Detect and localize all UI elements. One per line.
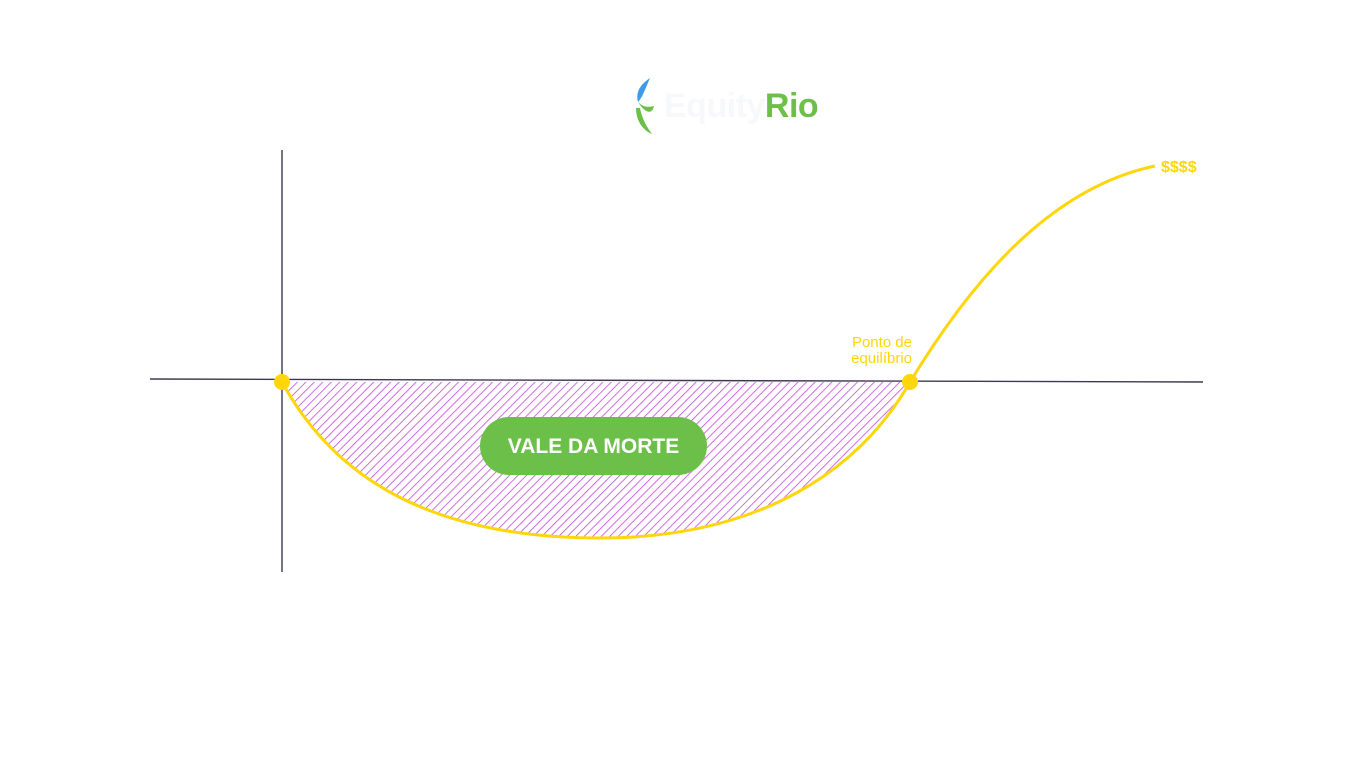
valley-label: VALE DA MORTE <box>508 435 680 458</box>
horizontal-axis <box>149 378 1204 383</box>
growth-curve <box>908 164 1156 383</box>
equity-rio-logo: EquityRio <box>634 78 819 134</box>
logo-mark-icon <box>636 78 654 134</box>
money-label: $$$$ <box>1161 159 1197 176</box>
valley-curve <box>280 381 912 540</box>
logo-mark-top-leaf <box>637 78 650 102</box>
logo-mark-bottom-leaf <box>636 102 654 134</box>
breakeven-label-line2: equilíbrio <box>851 350 912 367</box>
logo-word-equity: Equity <box>664 87 765 125</box>
valley-label-pill <box>480 417 707 475</box>
breakeven-point <box>902 374 918 390</box>
breakeven-label-line1: Ponto de <box>852 334 912 351</box>
start-point <box>274 374 290 390</box>
logo-word-rio: Rio <box>764 87 819 125</box>
logo-wordmark: EquityRio <box>664 87 819 125</box>
